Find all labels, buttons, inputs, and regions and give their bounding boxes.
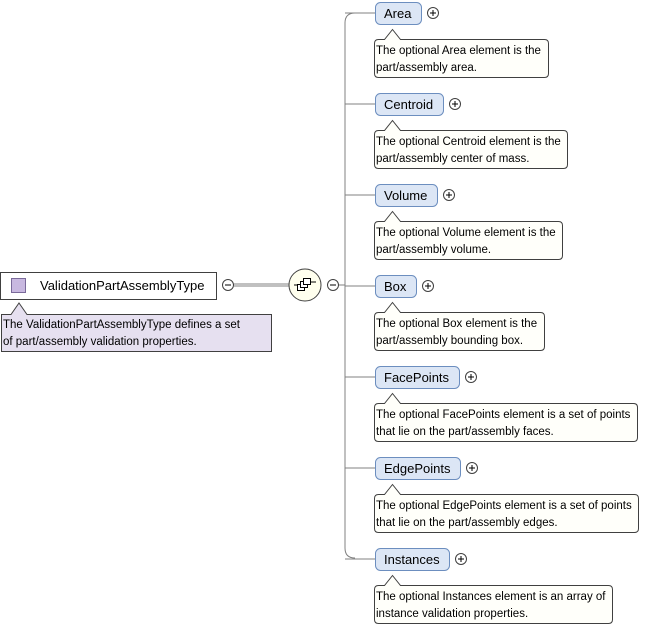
- element-box[interactable]: [375, 93, 444, 116]
- expand-toggle-icon[interactable]: [455, 553, 467, 565]
- expand-toggle-icon[interactable]: [466, 462, 478, 474]
- element-doc-line-2: part/assembly bounding box.: [376, 335, 523, 347]
- root-doc-box: The ValidationPartAssemblyType defines a…: [1, 302, 272, 352]
- element-doc-line-2: part/assembly center of mass.: [376, 153, 529, 165]
- sequence-compositor-icon[interactable]: [288, 268, 322, 302]
- element-label: EdgePoints: [384, 461, 451, 476]
- element-box[interactable]: [375, 2, 422, 25]
- element-doc-line-1: The optional Volume element is the: [376, 227, 556, 239]
- element-doc-box: The optional Centroid element is the part…: [374, 119, 568, 169]
- root-doc-line-1: The ValidationPartAssemblyType defines a…: [3, 319, 241, 331]
- element-doc-box: The optional Area element is the part/ass…: [374, 28, 549, 78]
- element-doc-box: The optional Volume element is the part/a…: [374, 210, 563, 260]
- element-doc-line-1: The optional Centroid element is the: [376, 136, 561, 148]
- element-doc-line-2: that lie on the part/assembly edges.: [376, 517, 558, 529]
- element-doc-box: The optional Box element is the part/asse…: [374, 301, 545, 351]
- element-label: FacePoints: [384, 370, 450, 385]
- element-box[interactable]: [375, 457, 461, 480]
- element-label: Area: [384, 6, 412, 21]
- element-doc-line-1: The optional Area element is the: [376, 45, 541, 57]
- element-doc-line-1: The optional Box element is the: [376, 318, 537, 330]
- expand-toggle-icon[interactable]: [449, 98, 461, 110]
- root-collapse-toggle[interactable]: [222, 279, 234, 291]
- expand-toggle-icon[interactable]: [427, 7, 439, 19]
- element-label: Volume: [384, 188, 427, 203]
- compositor-collapse-toggle[interactable]: [327, 279, 339, 291]
- element-label: Instances: [384, 552, 440, 567]
- element-label: Box: [384, 279, 407, 294]
- element-box[interactable]: [375, 275, 417, 298]
- element-doc-line-2: that lie on the part/assembly faces.: [376, 426, 554, 438]
- root-type-node[interactable]: ValidationPartAssemblyType: [0, 272, 217, 300]
- element-doc-line-1: The optional FacePoints element is a set…: [376, 409, 631, 421]
- element-doc-box: The optional FacePoints element is a set…: [374, 392, 638, 442]
- complex-type-icon: [11, 278, 26, 293]
- element-doc-line-1: The optional EdgePoints element is a set…: [376, 500, 632, 512]
- element-box[interactable]: [375, 548, 450, 571]
- element-box[interactable]: [375, 184, 438, 207]
- root-type-label: ValidationPartAssemblyType: [40, 278, 205, 293]
- expand-toggle-icon[interactable]: [465, 371, 477, 383]
- element-doc-line-1: The optional Instances element is an arr…: [376, 591, 606, 603]
- element-doc-line-2: part/assembly volume.: [376, 244, 491, 256]
- expand-toggle-icon[interactable]: [422, 280, 434, 292]
- expand-toggle-icon[interactable]: [443, 189, 455, 201]
- element-doc-box: The optional EdgePoints element is a set…: [374, 483, 639, 533]
- root-doc-line-2: of part/assembly validation properties.: [3, 336, 197, 348]
- element-label: Centroid: [384, 97, 433, 112]
- element-doc-box: The optional Instances element is an arr…: [374, 574, 613, 624]
- element-box[interactable]: [375, 366, 460, 389]
- element-doc-line-2: part/assembly area.: [376, 62, 477, 74]
- element-doc-line-2: instance validation properties.: [376, 608, 528, 620]
